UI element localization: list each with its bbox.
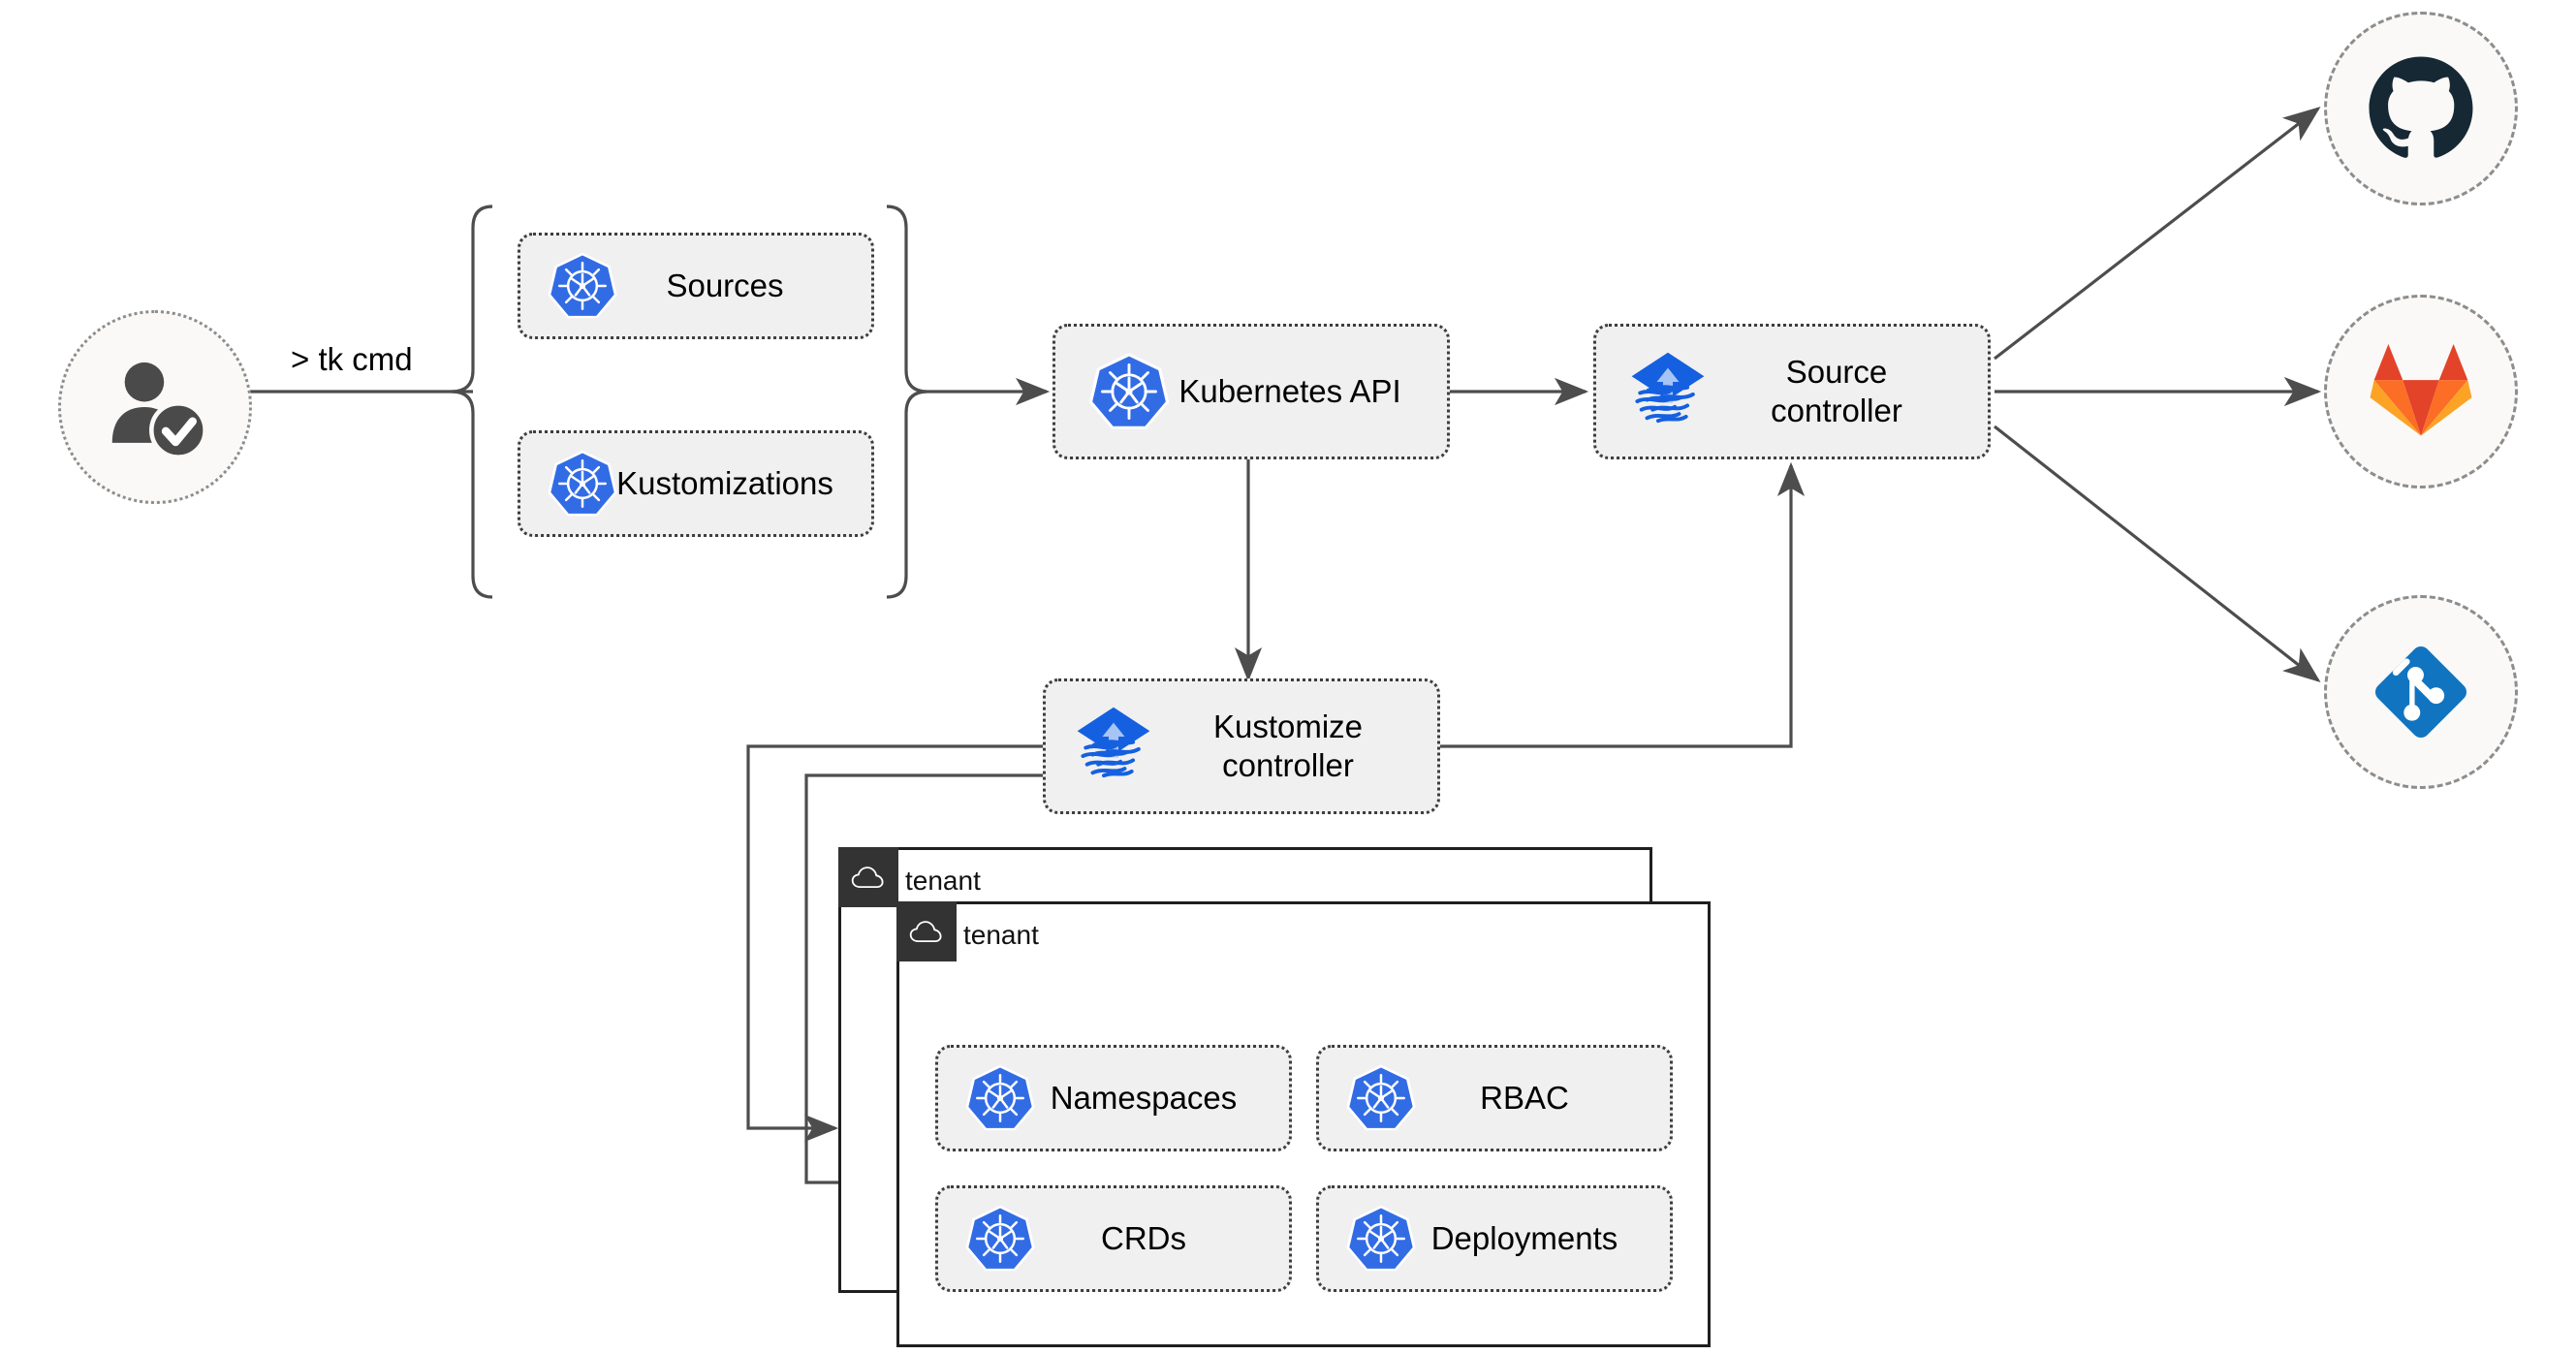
- tenant-cluster-front[interactable]: tenant: [896, 901, 1711, 1347]
- provider-git-repo[interactable]: [2324, 595, 2518, 789]
- node-label: Namespaces: [1050, 1080, 1238, 1117]
- node-label: CRDs: [1101, 1220, 1186, 1257]
- github-icon: [2364, 51, 2478, 166]
- flux-icon: [1623, 347, 1712, 436]
- provider-gitlab[interactable]: [2324, 295, 2518, 488]
- node-sources[interactable]: Sources: [518, 233, 874, 339]
- node-source-controller[interactable]: Source controller: [1593, 324, 1991, 459]
- provider-github[interactable]: [2324, 12, 2518, 205]
- cloud-icon: [896, 901, 957, 961]
- node-deployments[interactable]: Deployments: [1316, 1185, 1673, 1292]
- actor-avatar: [58, 310, 252, 504]
- node-label: RBAC: [1480, 1080, 1569, 1117]
- tenant-label: tenant: [963, 920, 1039, 950]
- kubernetes-icon: [1344, 1202, 1418, 1276]
- cli-command-label: > tk cmd: [291, 341, 413, 377]
- node-rbac[interactable]: RBAC: [1316, 1045, 1673, 1151]
- git-repo-icon: [2364, 635, 2478, 749]
- node-label: Deployments: [1430, 1220, 1618, 1257]
- node-kustomizations[interactable]: Kustomizations: [518, 430, 874, 537]
- node-label: Kustomize controller: [1212, 709, 1364, 783]
- kubernetes-icon: [546, 447, 619, 520]
- node-label: Sources: [666, 268, 784, 304]
- edge-source-to-github: [1994, 107, 2321, 361]
- kubernetes-icon: [963, 1202, 1037, 1276]
- edge-source-to-azure: [1994, 425, 2321, 682]
- flux-icon: [1069, 702, 1158, 791]
- edge-kustomize-to-source: [1438, 461, 1806, 748]
- node-label: Source controller: [1771, 354, 1902, 428]
- brace-left: [451, 205, 493, 599]
- node-kubernetes-api[interactable]: Kubernetes API: [1052, 324, 1450, 459]
- brace-right: [886, 205, 928, 599]
- kubernetes-icon: [546, 249, 619, 323]
- gitlab-icon: [2367, 337, 2475, 446]
- kubernetes-icon: [963, 1061, 1037, 1135]
- node-crds[interactable]: CRDs: [935, 1185, 1292, 1292]
- node-label: Kubernetes API: [1178, 373, 1401, 410]
- kubernetes-icon: [1086, 349, 1172, 434]
- node-kustomize-controller[interactable]: Kustomize controller: [1043, 678, 1440, 814]
- tenant-label: tenant: [905, 866, 981, 896]
- cloud-icon: [838, 847, 898, 907]
- kubernetes-icon: [1344, 1061, 1418, 1135]
- node-namespaces[interactable]: Namespaces: [935, 1045, 1292, 1151]
- node-label: Kustomizations: [616, 465, 833, 502]
- user-check-icon: [98, 350, 212, 464]
